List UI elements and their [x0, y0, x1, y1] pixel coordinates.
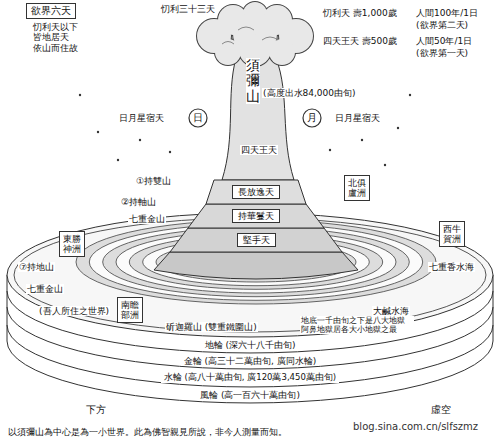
wheel-band: 風輪 (高一百六十萬由旬): [197, 390, 303, 400]
celestial-circle: 月: [302, 108, 322, 128]
cloud-shading: [222, 27, 278, 44]
node-text: 長放逸天: [238, 187, 274, 197]
label-text: (欲界第二天): [415, 20, 469, 30]
cloud-puff: [269, 39, 295, 65]
mountain-trunk: [222, 58, 294, 180]
disc-top: [7, 213, 493, 337]
cloud-puff: [215, 39, 241, 65]
star: [384, 164, 386, 166]
label-text: ②持軸山: [120, 197, 157, 207]
node-text: 堅手天: [243, 235, 270, 245]
wheel-band: 金輪 (高三十二萬由旬, 廣同水輪): [181, 356, 320, 366]
mountain-tier: [188, 204, 324, 228]
label-text: 忉利天以下 皆地居天 依山而住故: [32, 22, 84, 53]
iron-ring: [14, 218, 486, 332]
label-text: 虛空: [430, 404, 452, 416]
label-text: blog.sina.com.cn/slfszmz: [352, 421, 479, 433]
label-text: 日月星宿天: [334, 113, 381, 123]
label-text: (欲界第一天): [415, 48, 469, 58]
continent-box: 東勝神洲: [59, 231, 86, 258]
label-text: 大鹹水海: [372, 306, 410, 316]
star: [361, 139, 363, 141]
wheel-band: 水輪 (高八十萬由旬, 廣120萬3,450萬由旬): [161, 373, 339, 383]
mountain-tier: [170, 228, 342, 252]
node-text: 持華鬘天: [238, 211, 274, 221]
continent-box: 南瞻部洲: [117, 297, 144, 324]
sumeru-mountain: [154, 58, 358, 279]
cloud-puff: [215, 39, 241, 65]
mountain-ring: [103, 227, 410, 296]
label-text: 下方: [85, 404, 107, 416]
star: [397, 127, 399, 129]
label-text: 日月星宿天: [118, 113, 165, 123]
circle-shape: [189, 109, 207, 127]
node-text: 水輪 (高八十萬由旬, 廣120萬3,450萬由旬): [164, 373, 336, 383]
label-text: 人間50年/1日: [415, 36, 473, 46]
golden-rings: [76, 220, 436, 304]
label-text: 須彌山: [246, 58, 260, 104]
diagram-title: 欲界六天: [26, 3, 76, 19]
cloud-puff: [269, 39, 295, 65]
label-text: ①持雙山: [135, 176, 172, 186]
mountain-ring: [76, 220, 436, 304]
label-text: 斫迦羅山 (雙重鐵圍山): [165, 322, 258, 332]
world-disc: [7, 213, 493, 403]
node-text: 地輪 (深六十八千由旬): [205, 340, 296, 350]
label-text: 地底一千由旬之下是八大地獄 阿鼻地獄居各大小地獄之最: [300, 316, 414, 334]
star: [409, 94, 411, 96]
mountain-base: [154, 252, 358, 279]
sea-ring: [89, 224, 422, 301]
label-text: 七重香水海: [428, 262, 475, 272]
node-text: 金輪 (高三十二萬由旬, 廣同水輪): [184, 356, 317, 366]
star: [329, 149, 331, 151]
label-text: (吾人所住之世界): [38, 306, 110, 316]
mountain-tier: [206, 180, 306, 204]
node-text: 南瞻部洲: [121, 300, 140, 321]
star: [169, 151, 171, 153]
star: [97, 131, 99, 133]
wheel-band: 地輪 (深六十八千由旬): [202, 340, 299, 350]
sea-ring: [116, 231, 396, 293]
mountain-ring: [129, 235, 382, 290]
continent-box: 北俱盧洲: [344, 175, 371, 202]
caption-text: 以須彌山為中心是為一小世界。此為佛智親見所說，非今人測量而知。: [8, 427, 287, 437]
label-text: (高度出水84,000由旬): [262, 88, 357, 98]
node-text: 月: [307, 112, 317, 124]
node-text: 日: [193, 112, 203, 124]
heaven-tier-box: 堅手天: [237, 233, 276, 247]
circle-shape: [303, 109, 321, 127]
stars: [79, 94, 411, 166]
node-text: 東勝神洲: [63, 234, 82, 255]
star: [79, 94, 81, 96]
continent-box: 西牛賀洲: [439, 221, 466, 248]
heaven-tier-box: 持華鬘天: [232, 209, 280, 223]
label-text: 忉利天 壽1,000歲: [322, 8, 398, 18]
label-text: 四天王天 壽500歲: [322, 36, 398, 46]
star: [139, 139, 141, 141]
node-text: 西牛賀洲: [443, 224, 462, 245]
node-text: 北俱盧洲: [348, 178, 367, 199]
label-text: 七重金山: [128, 214, 166, 224]
label-text: 七重金山: [26, 284, 64, 294]
label-text: 忉利三十三天: [160, 4, 216, 14]
label-text: 人間100年/1日: [415, 8, 479, 18]
celestial-circle: 日: [188, 108, 208, 128]
node-text: 風輪 (高一百六十萬由旬): [200, 390, 300, 400]
label-text: ⑦持地山: [18, 262, 55, 272]
label-text: 四天王天: [240, 145, 278, 155]
star: [117, 159, 119, 161]
heaven-tier-box: 長放逸天: [232, 185, 280, 199]
